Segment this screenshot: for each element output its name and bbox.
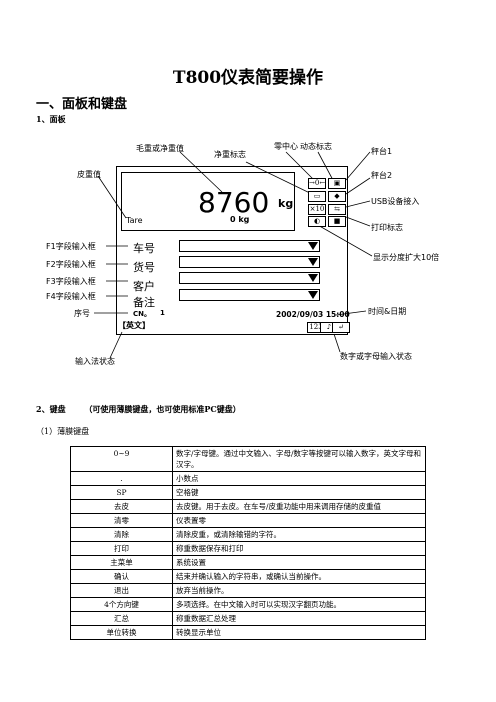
callout-usb: USB设备接入: [371, 197, 420, 206]
key-description: 称重数据汇总处理: [172, 611, 426, 626]
key-description: 去皮键。用于去皮。在车号/皮重功能中用来调用存储的皮重值: [172, 499, 426, 514]
weight-unit: kg: [278, 197, 294, 210]
zero-center-icon: →0←: [308, 178, 326, 189]
instrument-panel: [116, 166, 348, 335]
scale1-icon: ▣: [328, 178, 346, 189]
resolution-x10-icon: ×10: [308, 204, 326, 215]
key-name: 退出: [70, 583, 173, 598]
callout-tare-value: 皮重值: [77, 170, 101, 179]
callout-f3-field: F3字段输入框: [46, 277, 96, 286]
field-name-remark: 备注: [133, 296, 155, 309]
table-row: 去皮去皮键。用于去皮。在车号/皮重功能中用来调用存储的皮重值: [70, 499, 426, 514]
weight-display: [121, 172, 295, 231]
serial-value: 1: [160, 309, 165, 317]
field-name-goods-no: 货号: [133, 261, 155, 274]
table-row: 退出放弃当前操作。: [70, 583, 426, 598]
callout-f4-field: F4字段输入框: [46, 292, 96, 301]
callout-scale2: 秤台2: [371, 171, 393, 180]
enter-icon: ↵: [332, 322, 350, 333]
subsection-heading-panel: 1、面板: [36, 114, 66, 124]
key-description: 转换显示单位: [172, 625, 426, 640]
section-heading-keyboard: 2、键盘 （可使用薄膜键盘，也可使用标准PC键盘）: [36, 404, 241, 415]
table-row: 清零仪表置零: [70, 513, 426, 528]
key-description: 系统设置: [172, 555, 426, 570]
callout-gross-net-value: 毛重或净重值: [136, 144, 184, 153]
section2-title: 2、键盘: [36, 404, 66, 414]
key-name: 打印: [70, 541, 173, 556]
table-row: 主菜单系统设置: [70, 555, 426, 570]
key-description: 放弃当前操作。: [172, 583, 426, 598]
serial-label: CN。: [133, 310, 151, 318]
f2-field-input[interactable]: [179, 256, 320, 268]
section2-note: （可使用薄膜键盘，也可使用标准PC键盘）: [84, 404, 241, 414]
key-name: 0~9: [70, 446, 173, 472]
tare-value: 0 kg: [230, 215, 250, 224]
callout-digit-alpha-state: 数字或字母输入状态: [340, 352, 412, 361]
key-description: 称重数据保存和打印: [172, 541, 426, 556]
dropdown-arrow-icon[interactable]: [308, 291, 318, 299]
datetime-display: 2002/09/03 15:00: [276, 310, 350, 319]
key-name: 清零: [70, 513, 173, 528]
f1-field-input[interactable]: [179, 240, 320, 252]
weight-value: 8760: [198, 186, 270, 219]
f4-field-input[interactable]: [179, 289, 320, 301]
ime-status: 【英文】: [118, 320, 150, 330]
table-row: 单位转换转换显示单位: [70, 625, 426, 640]
tare-label: Tare: [126, 216, 143, 225]
key-name: 4个方向键: [70, 597, 173, 612]
table-row: 打印称重数据保存和打印: [70, 541, 426, 556]
callout-resolution-x10: 显示分度扩大10倍: [373, 253, 440, 262]
scale2-icon: ◆: [328, 191, 346, 202]
key-description: 多项选择。在中文输入时可以实现汉字翻页功能。: [172, 597, 426, 612]
callout-print-flag: 打印标志: [371, 223, 403, 232]
key-description: 数字/字母键。通过中文输入、字母/数字等按键可以输入数字，英文字母和汉字。: [172, 446, 426, 472]
key-name: .: [70, 471, 173, 486]
subsection-membrane-keyboard: （1）薄膜键盘: [36, 427, 90, 436]
field-name-customer: 客户: [133, 280, 155, 293]
key-name: 汇总: [70, 611, 173, 626]
key-name: SP: [70, 485, 173, 500]
callout-zero-center: 零中心: [274, 142, 298, 151]
key-name: 去皮: [70, 499, 173, 514]
section-heading-panel-keyboard: 一、面板和键盘: [36, 97, 128, 112]
field-name-car-no: 车号: [133, 242, 155, 255]
dynamic-flag-icon: ◐: [308, 216, 326, 227]
table-row: 汇总称重数据汇总处理: [70, 611, 426, 626]
callout-input-method-state: 输入法状态: [75, 357, 115, 366]
usb-icon: ⇆: [328, 204, 346, 215]
f3-field-input[interactable]: [179, 272, 320, 284]
callout-f1-field: F1字段输入框: [46, 242, 96, 251]
callout-net-flag: 净重标志: [214, 150, 246, 159]
table-row: 4个方向键多项选择。在中文输入时可以实现汉字翻页功能。: [70, 597, 426, 612]
key-description: 结束并确认输入的字符串，或确认当前操作。: [172, 569, 426, 584]
dropdown-arrow-icon[interactable]: [308, 274, 318, 282]
callout-dynamic-flag: 动态标志: [300, 142, 332, 151]
callout-f2-field: F2字段输入框: [46, 260, 96, 269]
key-name: 单位转换: [70, 625, 173, 640]
key-description: 空格键: [172, 485, 426, 500]
net-flag-icon: ▭: [308, 191, 326, 202]
printer-icon: ■: [328, 216, 346, 227]
callout-serial: 序号: [74, 309, 90, 318]
key-description: 小数点: [172, 471, 426, 486]
callout-scale1: 秤台1: [371, 147, 393, 156]
table-row: 清除清除皮重，或清除输错的字符。: [70, 527, 426, 542]
dropdown-arrow-icon[interactable]: [308, 258, 318, 266]
table-row: .小数点: [70, 471, 426, 486]
page-title: T800仪表简要操作: [172, 68, 324, 88]
key-name: 清除: [70, 527, 173, 542]
key-name: 确认: [70, 569, 173, 584]
table-row: 确认结束并确认输入的字符串，或确认当前操作。: [70, 569, 426, 584]
key-name: 主菜单: [70, 555, 173, 570]
dropdown-arrow-icon[interactable]: [308, 242, 318, 250]
callout-datetime: 时间&日期: [368, 307, 407, 316]
key-description: 清除皮重，或清除输错的字符。: [172, 527, 426, 542]
key-description: 仪表置零: [172, 513, 426, 528]
